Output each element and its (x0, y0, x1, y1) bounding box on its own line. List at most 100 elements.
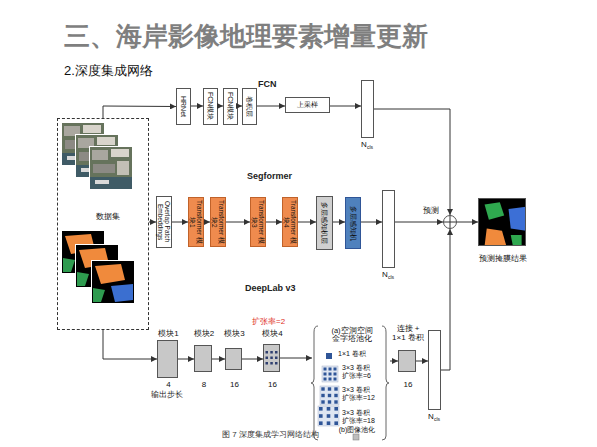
dot (328, 394, 331, 397)
node-text: Transformer 模块1 (189, 199, 203, 245)
dilated-block: 模块416 (263, 344, 280, 372)
figure-caption: 图 7 深度集成学习网络结构 (222, 431, 319, 440)
transformer-box: Transformer 模块2 (210, 197, 226, 247)
resnet-block: 模块316 (225, 348, 242, 370)
satellite-image (89, 146, 133, 190)
node-text: 1×1 卷积 (338, 350, 384, 358)
dataset-box: 数据集 (57, 118, 149, 330)
dilation-note: 扩张率=2 (252, 318, 285, 327)
axis-note: 输出步长 (151, 391, 183, 400)
dot (324, 373, 327, 376)
dot (319, 421, 323, 425)
node-text: 16 (214, 381, 255, 390)
node-text: 多层感知机 (349, 199, 357, 247)
node-text: cls (388, 275, 404, 281)
dot (321, 394, 324, 397)
conv-grid-icon (320, 386, 339, 405)
transformer-box: Transformer 模块3 (250, 197, 266, 247)
node-text: (b)图像池化 (332, 426, 382, 434)
dot (334, 414, 338, 418)
node-text: 3×3 卷积 扩张率=12 (342, 386, 378, 401)
flow-arrow (395, 222, 443, 223)
flow-arrow (441, 229, 450, 370)
node-text: 8 (183, 381, 225, 390)
node-text: cls (434, 417, 450, 423)
dot (329, 368, 332, 371)
node-text: 16 (252, 381, 293, 390)
output-box: Ncls (382, 190, 395, 268)
patch-embed-box: Overlap Patch Embeddings (156, 196, 172, 248)
node-text: Transformer 模块2 (211, 199, 225, 245)
upsample-box: 上采样 (285, 97, 330, 113)
conv1x1-icon (326, 353, 332, 359)
branch-name: FCN (258, 80, 277, 90)
branch-name: Segformer (247, 172, 292, 182)
transformer-box: Transformer 模块4 (282, 197, 298, 247)
dot (334, 378, 337, 381)
flow-arrow (390, 361, 398, 362)
flow-arrow (330, 106, 361, 107)
flow-arrow (103, 330, 157, 359)
sum-circle: 预测 (443, 215, 457, 229)
flow-arrow (242, 359, 263, 360)
node-text: 模块4 (252, 330, 293, 339)
backbone-box: HRNet (176, 88, 191, 125)
node-text: Overlap Patch Embeddings (157, 198, 171, 246)
flow-arrow (298, 222, 316, 223)
node-text: 3×3 卷积 扩张率=18 (342, 409, 378, 424)
result-box: 预测掩膜结果 (478, 198, 526, 246)
node-text: 预测掩膜结果 (465, 255, 541, 264)
dot (329, 378, 332, 381)
node-text: Transformer 模块4 (283, 199, 297, 245)
dot (327, 421, 331, 425)
dot (266, 357, 269, 360)
dot (270, 362, 273, 365)
dot (321, 387, 324, 390)
dot (275, 357, 278, 360)
flow-arrow (361, 222, 382, 223)
dilated-block-fill (263, 344, 280, 372)
dot (334, 421, 338, 425)
resnet-block: 模块28 (194, 345, 212, 372)
conv-grid-icon (318, 406, 339, 426)
node-text: 4 (148, 381, 189, 390)
flow-arrow (266, 222, 282, 223)
dot (328, 387, 331, 390)
dot (334, 400, 337, 403)
node-text: FCN模块 (227, 90, 235, 123)
dot (275, 362, 278, 365)
node-text: HRNet (180, 90, 188, 123)
node-text: 连接 + 1×1 卷积 (390, 325, 426, 343)
dilation-dots (266, 351, 278, 365)
flow-arrow (457, 222, 478, 223)
dot (329, 373, 332, 376)
node-text: 模块3 (214, 330, 255, 339)
node-text: FCN模块 (207, 90, 215, 123)
dot (328, 400, 331, 403)
node-text: 模块1 (148, 330, 189, 339)
node-text: 卷积层 (246, 90, 254, 123)
flow-arrow (172, 222, 188, 223)
dot (327, 414, 331, 418)
dot (324, 368, 327, 371)
mlp-layer-box: 多层感知机层 (316, 196, 333, 250)
mlp-box: 多层感知机 (345, 197, 361, 249)
transformer-box: Transformer 模块1 (188, 197, 204, 247)
sum-symbol (450, 215, 451, 229)
dot (266, 351, 269, 354)
dot (334, 368, 337, 371)
flow-arrow (191, 106, 203, 107)
output-box: Ncls (361, 80, 374, 138)
flow-arrow (103, 106, 176, 118)
flow-arrow (257, 106, 285, 107)
grid-frame (322, 366, 338, 382)
flow-arrow (333, 222, 345, 223)
aspp-group: (a)空洞空间金字塔池化1×1 卷积3×3 卷积 扩张率=63×3 卷积 扩张率… (312, 324, 390, 442)
mask-image (91, 260, 135, 304)
dot (275, 351, 278, 354)
node-text: 数据集 (88, 213, 128, 222)
module-box: FCN模块 (203, 88, 218, 125)
flow-arrow (280, 358, 312, 359)
flow-arrow (149, 222, 156, 223)
dot (319, 414, 323, 418)
